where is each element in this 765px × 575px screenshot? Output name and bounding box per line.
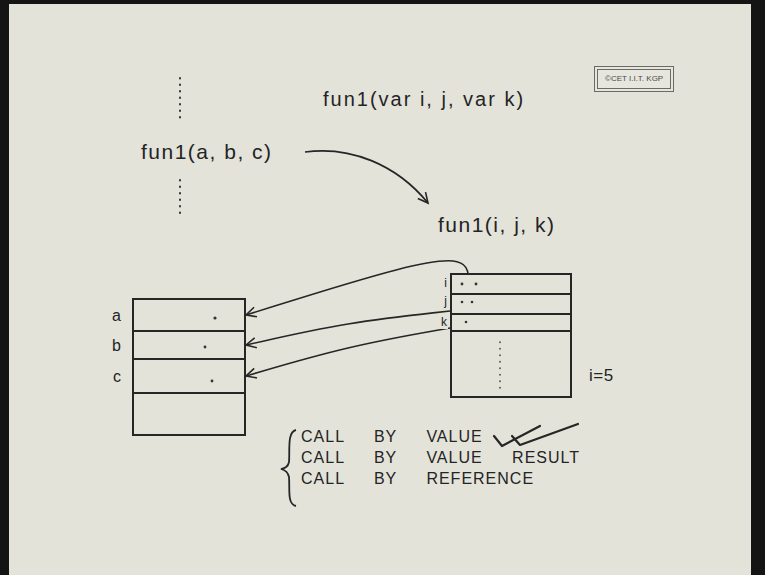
cell-dot	[475, 283, 478, 286]
cell-name: j	[443, 295, 448, 308]
record-cell: i	[450, 273, 572, 295]
call-arrow	[305, 151, 428, 203]
memory-cell: c	[132, 358, 246, 394]
method-name: CALL BY VALUE RESULT	[300, 449, 581, 467]
cell-dot	[461, 301, 464, 304]
check-mark	[512, 424, 578, 445]
pointer-arrow	[246, 261, 468, 315]
cell-dot	[211, 380, 214, 383]
record-cell: j	[450, 293, 572, 315]
record-cell: k	[450, 313, 572, 332]
brace	[281, 430, 296, 506]
cell-dot	[465, 321, 468, 324]
cell-dot	[461, 283, 464, 286]
dotted-line	[179, 180, 181, 216]
logo-text: ©CET I.I.T. KGP	[605, 74, 663, 84]
callee-text: fun1(i, j, k)	[437, 213, 557, 237]
memory-cell: b	[132, 330, 246, 360]
memory-cell: a	[132, 298, 246, 332]
memory-area	[451, 331, 571, 397]
cell-name: i	[443, 277, 448, 290]
memory-cell	[133, 393, 245, 435]
cell-name: c	[112, 368, 122, 385]
method-name: CALL BY VALUE	[300, 428, 484, 446]
cell-name: a	[111, 307, 122, 324]
method-name: CALL BY REFERENCE	[300, 470, 535, 488]
cell-dot	[471, 301, 474, 304]
cell-name: b	[111, 337, 122, 354]
cell-dot	[204, 346, 207, 349]
cell-dot	[213, 316, 216, 319]
call-text: fun1(a, b, c)	[140, 140, 274, 164]
value-note: i=5	[588, 366, 615, 386]
pointer-arrow	[246, 311, 450, 345]
signature-text: fun1(var i, j, var k)	[322, 88, 526, 111]
pointer-arrow	[246, 328, 450, 376]
dotted-line	[499, 342, 501, 390]
dotted-line	[179, 78, 181, 120]
cell-name: k	[440, 316, 448, 329]
logo-box: ©CET I.I.T. KGP	[594, 66, 674, 92]
